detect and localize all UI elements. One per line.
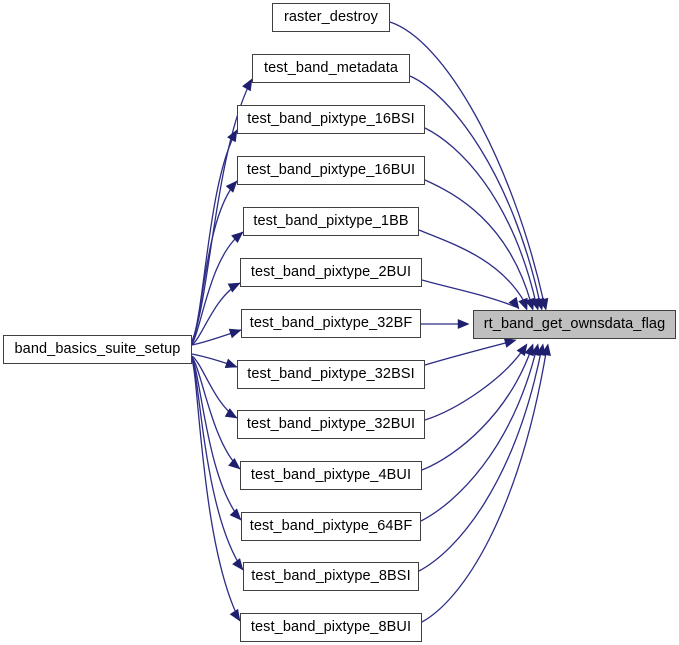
graph-node-label: band_basics_suite_setup [14, 340, 181, 357]
graph-edge-band_basics_suite_setup--to--test_band_pixtype_8BUI [191, 359, 241, 622]
arrow-head-icon [503, 338, 517, 348]
graph-edge-band_basics_suite_setup--to--test_band_pixtype_8BSI [191, 358, 244, 571]
graph-edge-test_band_pixtype_16BUI--to--rt_band_get_ownsdata_flag [424, 179, 535, 311]
graph-node-label: test_band_pixtype_32BSI [247, 365, 415, 382]
graph-node-label: test_band_pixtype_1BB [253, 212, 409, 229]
graph-edge-test_band_pixtype_32BSI--to--rt_band_get_ownsdata_flag [424, 338, 517, 366]
graph-node-rt_band_get_ownsdata_flag[interactable]: rt_band_get_ownsdata_flag [473, 310, 676, 339]
arrow-head-icon [227, 129, 238, 143]
graph-edge-band_basics_suite_setup--to--test_band_pixtype_32BF [191, 328, 242, 346]
graph-node-raster_destroy[interactable]: raster_destroy [272, 3, 390, 32]
graph-node-label: test_band_pixtype_4BUI [250, 466, 412, 483]
graph-node-label: test_band_pixtype_32BUI [246, 415, 416, 432]
graph-node-test_band_pixtype_1BB[interactable]: test_band_pixtype_1BB [243, 207, 419, 236]
arrow-head-icon [227, 282, 241, 293]
graph-node-label: test_band_pixtype_32BF [249, 314, 413, 331]
graph-node-test_band_pixtype_16BSI[interactable]: test_band_pixtype_16BSI [237, 105, 425, 134]
graph-node-label: test_band_pixtype_16BUI [246, 161, 416, 178]
graph-edge-band_basics_suite_setup--to--test_band_pixtype_2BUI [191, 282, 241, 346]
arrow-head-icon [225, 180, 238, 193]
graph-node-test_band_pixtype_4BUI[interactable]: test_band_pixtype_4BUI [240, 461, 422, 490]
graph-node-test_band_pixtype_8BUI[interactable]: test_band_pixtype_8BUI [240, 613, 422, 642]
arrow-head-icon [228, 457, 241, 470]
graph-edge-band_basics_suite_setup--to--test_band_pixtype_32BUI [191, 355, 238, 419]
graph-edge-test_band_pixtype_2BUI--to--rt_band_get_ownsdata_flag [421, 279, 520, 310]
arrow-head-icon [224, 408, 238, 419]
graph-edge-band_basics_suite_setup--to--test_band_pixtype_32BSI [191, 353, 238, 369]
graph-node-label: raster_destroy [283, 8, 379, 25]
graph-edge-test_band_pixtype_4BUI--to--rt_band_get_ownsdata_flag [421, 343, 534, 471]
graph-edge-test_band_pixtype_32BUI--to--rt_band_get_ownsdata_flag [424, 343, 528, 421]
graph-node-test_band_pixtype_16BUI[interactable]: test_band_pixtype_16BUI [237, 156, 425, 185]
graph-node-test_band_pixtype_2BUI[interactable]: test_band_pixtype_2BUI [240, 258, 422, 287]
graph-node-test_band_pixtype_8BSI[interactable]: test_band_pixtype_8BSI [243, 562, 419, 591]
graph-node-label: test_band_pixtype_8BUI [250, 618, 412, 635]
graph-node-label: test_band_metadata [263, 59, 398, 76]
graph-edge-band_basics_suite_setup--to--test_band_pixtype_4BUI [191, 356, 241, 470]
graph-edge-band_basics_suite_setup--to--test_band_pixtype_1BB [191, 231, 244, 345]
arrow-head-icon [232, 558, 244, 571]
graph-node-test_band_pixtype_64BF[interactable]: test_band_pixtype_64BF [241, 512, 421, 541]
arrow-head-icon [242, 78, 253, 92]
graph-node-test_band_pixtype_32BF[interactable]: test_band_pixtype_32BF [241, 309, 421, 338]
graph-edge-test_band_pixtype_64BF--to--rt_band_get_ownsdata_flag [420, 343, 541, 522]
graph-edge-band_basics_suite_setup--to--test_band_pixtype_16BUI [191, 180, 238, 344]
arrow-head-icon [229, 608, 241, 622]
graph-node-test_band_pixtype_32BSI[interactable]: test_band_pixtype_32BSI [237, 360, 425, 389]
arrow-head-icon [228, 328, 242, 339]
graph-node-label: test_band_pixtype_16BSI [247, 110, 415, 127]
arrow-head-icon [524, 297, 535, 311]
arrow-head-icon [541, 343, 551, 356]
graph-node-label: rt_band_get_ownsdata_flag [483, 315, 666, 332]
arrow-head-icon [229, 508, 242, 521]
graph-edge-test_band_pixtype_32BF--to--rt_band_get_ownsdata_flag [421, 319, 470, 329]
graph-edge-test_band_pixtype_1BB--to--rt_band_get_ownsdata_flag [418, 229, 528, 311]
arrow-head-icon [457, 319, 470, 329]
graph-node-test_band_metadata[interactable]: test_band_metadata [252, 54, 410, 83]
graph-node-label: test_band_pixtype_8BSI [251, 567, 411, 584]
graph-edge-test_band_metadata--to--rt_band_get_ownsdata_flag [409, 75, 545, 311]
graph-edge-test_band_pixtype_8BUI--to--rt_band_get_ownsdata_flag [421, 343, 551, 623]
arrow-head-icon [508, 296, 520, 310]
arrow-head-icon [518, 297, 528, 311]
graph-node-label: test_band_pixtype_64BF [249, 517, 413, 534]
arrow-head-icon [224, 358, 238, 369]
graph-node-band_basics_suite_setup[interactable]: band_basics_suite_setup [3, 335, 192, 364]
graph-edge-band_basics_suite_setup--to--test_band_pixtype_64BF [191, 357, 242, 521]
arrow-head-icon [516, 343, 528, 357]
graph-node-label: test_band_pixtype_2BUI [250, 263, 412, 280]
arrow-head-icon [231, 231, 244, 244]
graph-node-test_band_pixtype_32BUI[interactable]: test_band_pixtype_32BUI [237, 410, 425, 439]
